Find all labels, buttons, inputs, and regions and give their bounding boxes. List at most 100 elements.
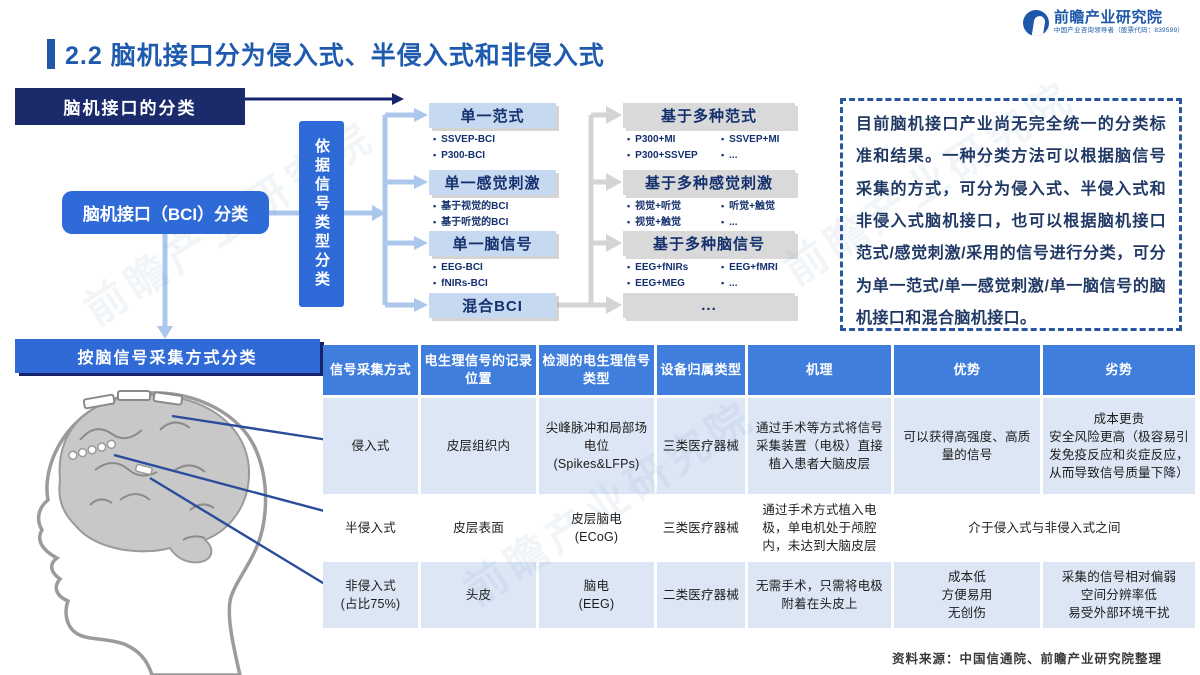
cell: 三类医疗器械 — [657, 398, 745, 494]
brain-folds — [79, 421, 215, 541]
list-item: EEG+MEG — [635, 278, 685, 289]
cell: 二类医疗器械 — [657, 562, 745, 629]
col-header: 检测的电生理信号类型 — [539, 345, 654, 395]
cell: 无需手术，只需将电极附着在头皮上 — [748, 562, 891, 629]
deep-electrode — [134, 463, 153, 476]
logo-tagline: 中国产业咨询领导者（股票代码：839599） — [1053, 26, 1184, 34]
col-header: 优势 — [894, 345, 1040, 395]
head-outline — [36, 391, 268, 675]
cell: 皮层组织内 — [421, 398, 536, 494]
cell: 通过手术方式植入电极，单电机处于颅腔内，未达到大脑皮层 — [748, 497, 891, 560]
bullet-icon: • — [721, 262, 725, 272]
list-item: ... — [729, 278, 738, 289]
bullet-icon: • — [627, 201, 631, 211]
single-signal-items: • EEG-BCI • fNIRs-BCI — [433, 260, 556, 291]
multi-ellipsis-box: ... — [623, 293, 795, 318]
gray-arrowheads — [606, 106, 622, 314]
table-row-semi-invasive: 半侵入式 皮层表面 皮层脑电 (ECoG) 三类医疗器械 通过手术方式植入电极，… — [323, 497, 1195, 560]
bullet-icon: • — [433, 217, 437, 227]
flow-signal-type-label: 依据信号类型分类 — [313, 138, 330, 290]
col-header: 信号采集方式 — [323, 345, 418, 395]
list-item: 视觉+触觉 — [635, 217, 681, 228]
cell: 成本更贵 安全风险更高（极容易引发免疫反应和炎症反应，从而导致信号质量下降） — [1043, 398, 1195, 494]
scalp-electrodes — [82, 390, 184, 410]
bullet-icon: • — [627, 262, 631, 272]
table-row-invasive: 侵入式 皮层组织内 尖峰脉冲和局部场电位 (Spikes&LFPs) 三类医疗器… — [323, 398, 1195, 494]
cell: 侵入式 — [323, 398, 418, 494]
flow-signal-type-box: 依据信号类型分类 — [299, 121, 344, 307]
title-row: 2.2 脑机接口分为侵入式、半侵入式和非侵入式 — [47, 36, 605, 72]
list-item: ... — [729, 217, 738, 228]
bullet-icon: • — [627, 150, 631, 160]
bullet-icon: • — [433, 134, 437, 144]
list-item: EEG-BCI — [441, 262, 483, 273]
col-header: 设备归属类型 — [657, 345, 745, 395]
bullet-icon: • — [721, 217, 725, 227]
bullet-icon: • — [627, 134, 631, 144]
list-item: 基于听觉的BCI — [441, 217, 509, 228]
cell: 脑电 (EEG) — [539, 562, 654, 629]
list-item: ... — [729, 150, 738, 161]
list-item: SSVEP-BCI — [441, 134, 496, 145]
flow-root-box: 脑机接口的分类 — [15, 88, 245, 125]
section-acquisition-header: 按脑信号采集方式分类 — [15, 339, 320, 373]
table-header-row: 信号采集方式 电生理信号的记录位置 检测的电生理信号类型 设备归属类型 机理 优… — [323, 345, 1195, 395]
bullet-icon: • — [627, 278, 631, 288]
list-item: 基于视觉的BCI — [441, 201, 509, 212]
cell: 尖峰脉冲和局部场电位 (Spikes&LFPs) — [539, 398, 654, 494]
list-item: P300+SSVEP — [635, 150, 698, 161]
root-connector-arrowhead — [392, 93, 404, 105]
cell: 三类医疗器械 — [657, 497, 745, 560]
multi-paradigm-box: 基于多种范式 — [623, 103, 795, 128]
multi-paradigm-items: •P300+MI •SSVEP+MI •P300+SSVEP •... — [627, 132, 797, 163]
logo-mark-icon — [1022, 10, 1049, 36]
multi-signal-box: 基于多种脑信号 — [623, 231, 795, 256]
multi-signal-items: • EEG+fNIRs • EEG+fMRI • EEG+MEG •... — [627, 260, 797, 291]
title-accent-bar — [47, 39, 55, 69]
list-item: SSVEP+MI — [729, 134, 780, 145]
bullet-icon: • — [433, 262, 437, 272]
cell: 通过手术等方式将信号采集装置（电极）直接植入患者大脑皮层 — [748, 398, 891, 494]
ecog-electrode-strip — [68, 439, 117, 461]
brain-illustration — [36, 390, 329, 675]
list-item: EEG+fMRI — [729, 262, 778, 273]
list-item: fNIRs-BCI — [441, 278, 488, 289]
table-row-non-invasive: 非侵入式 (占比75%) 头皮 脑电 (EEG) 二类医疗器械 无需手术，只需将… — [323, 562, 1195, 629]
gray-connectors — [557, 112, 606, 308]
source-note: 资料来源：中国信通院、前瞻产业研究院整理 — [891, 652, 1162, 666]
logo-name: 前瞻产业研究院 — [1053, 9, 1163, 26]
brain-shape — [58, 393, 251, 564]
col-header: 机理 — [748, 345, 891, 395]
cell: 成本低 方便易用 无创伤 — [894, 562, 1040, 629]
cell: 皮层表面 — [421, 497, 536, 560]
single-stimulus-items: • 基于视觉的BCI • 基于听觉的BCI — [433, 199, 556, 230]
cell: 半侵入式 — [323, 497, 418, 560]
cell: 采集的信号相对偏弱 空间分辨率低 易受外部环境干扰 — [1043, 562, 1195, 629]
list-item: 听觉+触觉 — [729, 201, 775, 212]
hybrid-bci-box: 混合BCI — [429, 293, 556, 318]
single-paradigm-items: • SSVEP-BCI • P300-BCI — [433, 132, 556, 163]
flow-bci-box: 脑机接口（BCI）分类 — [62, 191, 269, 234]
single-signal-box: 单一脑信号 — [429, 231, 556, 256]
list-item: P300+MI — [635, 134, 676, 145]
cell: 非侵入式 (占比75%) — [323, 562, 418, 629]
bullet-icon: • — [433, 201, 437, 211]
pointer-lines — [113, 414, 329, 588]
bullet-icon: • — [627, 217, 631, 227]
bullet-icon: • — [433, 278, 437, 288]
cell: 可以获得高强度、高质量的信号 — [894, 398, 1040, 494]
page-title: 2.2 脑机接口分为侵入式、半侵入式和非侵入式 — [65, 42, 605, 70]
bullet-icon: • — [721, 278, 725, 288]
multi-stimulus-items: •视觉+听觉 •听觉+触觉 •视觉+触觉 •... — [627, 199, 797, 230]
list-item: P300-BCI — [441, 150, 486, 161]
col-header: 电生理信号的记录位置 — [421, 345, 536, 395]
classification-note-box: 目前脑机接口产业尚无完全统一的分类标准和结果。一种分类方法可以根据脑信号采集的方… — [840, 98, 1182, 331]
bullet-icon: • — [721, 150, 725, 160]
logo: 前瞻产业研究院 中国产业咨询领导者（股票代码：839599） — [1022, 9, 1184, 36]
cell: 头皮 — [421, 562, 536, 629]
list-item: EEG+fNIRs — [635, 262, 689, 273]
bullet-icon: • — [433, 150, 437, 160]
single-paradigm-box: 单一范式 — [429, 103, 556, 128]
list-item: 视觉+听觉 — [635, 201, 681, 212]
